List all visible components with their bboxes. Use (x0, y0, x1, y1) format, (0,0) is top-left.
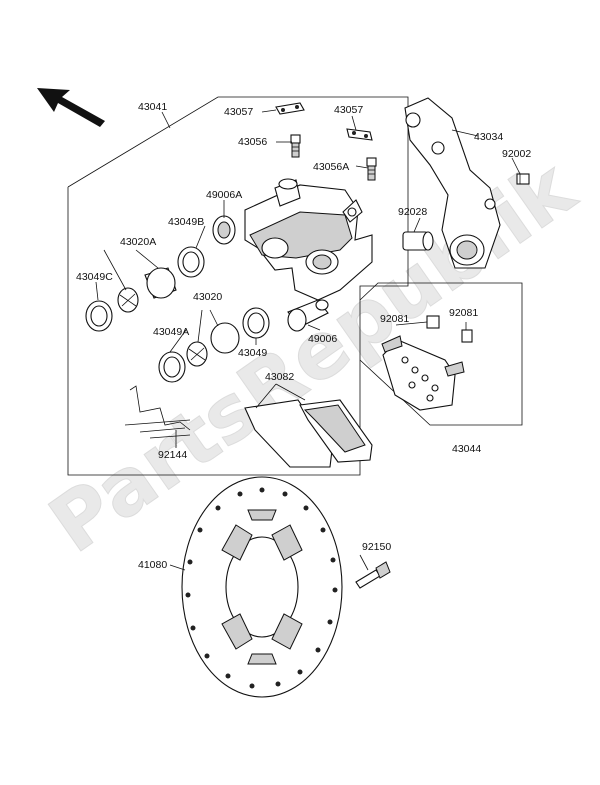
slide-pin-boot-49006 (287, 299, 329, 332)
label-92081-left: 92081 (380, 313, 409, 325)
label-43034: 43034 (474, 131, 503, 143)
piston-43020 (186, 322, 240, 367)
pin-92081-left (426, 315, 440, 329)
label-43020: 43020 (193, 291, 222, 303)
label-92081-right: 92081 (449, 307, 478, 319)
label-41080: 41080 (138, 559, 167, 571)
holder-arm-43034 (404, 97, 501, 269)
seal-43049 (242, 307, 270, 339)
label-43049A: 43049A (153, 326, 189, 338)
brake-pad-set-43082 (244, 399, 373, 468)
seal-43049C (85, 300, 113, 332)
part-labels: 43041 43057 43057 43056 43056A 49006A 43… (76, 101, 531, 571)
pad-spring-92144 (124, 385, 191, 439)
label-43049C: 43049C (76, 271, 113, 283)
bleed-valve-43056 (290, 134, 301, 158)
label-92002: 92002 (502, 148, 531, 160)
brake-disc-41080 (181, 476, 343, 698)
seal-43049A (158, 351, 186, 383)
piston-43020A (117, 267, 177, 313)
label-43020A: 43020A (120, 236, 156, 248)
label-43056A: 43056A (313, 161, 349, 173)
caliper-body (244, 178, 373, 301)
bleed-cap-43057-left (275, 102, 305, 115)
label-92144: 92144 (158, 449, 187, 461)
leader-lines (95, 109, 521, 571)
bolt-92002 (516, 173, 530, 185)
label-43049B: 43049B (168, 216, 204, 228)
disc-bolt-92150 (355, 561, 391, 589)
caliper-assembly-frame (67, 96, 409, 476)
label-49006A: 49006A (206, 189, 242, 201)
bleed-cap-43057-right (346, 128, 373, 141)
label-43057-left: 43057 (224, 106, 253, 118)
pin-92081-right (461, 329, 473, 343)
label-43082: 43082 (265, 371, 294, 383)
label-43049: 43049 (238, 347, 267, 359)
collar-92028 (402, 231, 434, 251)
dust-boot-49006A (212, 215, 236, 245)
holder-assembly-frame (359, 282, 523, 426)
label-92150: 92150 (362, 541, 391, 553)
label-92028: 92028 (398, 206, 427, 218)
label-49006: 49006 (308, 333, 337, 345)
label-43057-right: 43057 (334, 104, 363, 116)
caliper-bracket-43044 (381, 335, 465, 411)
bleed-valve-43056A (366, 157, 377, 181)
label-43056: 43056 (238, 136, 267, 148)
seal-43049B (177, 246, 205, 278)
front-direction-arrow-icon (37, 88, 105, 127)
label-43041: 43041 (138, 101, 167, 113)
label-43044: 43044 (452, 443, 481, 455)
